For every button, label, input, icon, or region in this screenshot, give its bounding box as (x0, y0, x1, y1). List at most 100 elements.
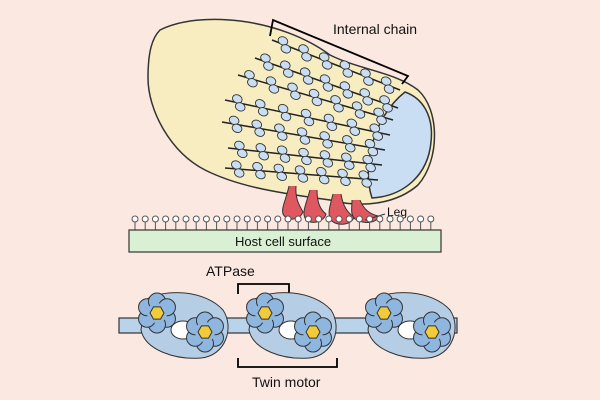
atpase-unit (294, 311, 332, 353)
chain-unit (330, 95, 344, 113)
hexagon-core (197, 325, 213, 339)
chain-strand (224, 160, 379, 188)
chain-unit (341, 152, 355, 170)
receptor (284, 215, 292, 230)
chain-unit (339, 81, 354, 99)
atpase-unit (246, 292, 284, 334)
chain-unit (252, 162, 266, 180)
chain-unit (265, 76, 280, 94)
chain-unit (274, 123, 288, 141)
chain-strand (224, 94, 391, 141)
receptor (427, 215, 435, 230)
twin-motor-bracket (237, 358, 338, 368)
atpase-unit (413, 311, 451, 353)
chain-unit (319, 74, 334, 92)
chain-unit (287, 82, 301, 100)
host-surface-receptors (131, 215, 435, 230)
chain-unit (369, 123, 383, 141)
chain-unit (298, 44, 312, 62)
chain-unit (299, 67, 314, 85)
hexagon-core (424, 325, 440, 339)
chain-strand (227, 140, 383, 173)
receptor (335, 215, 343, 230)
hexagon-core (257, 306, 273, 320)
internal-chain-bracket (269, 18, 410, 85)
twin-motors (138, 292, 456, 359)
chain-unit (379, 95, 393, 113)
chain-unit (319, 131, 333, 149)
chain-unit (360, 68, 374, 86)
chain-unit (316, 167, 330, 185)
receptor (304, 215, 312, 230)
chain-unit (300, 108, 315, 127)
receptor (355, 215, 363, 230)
receptor (345, 215, 353, 230)
atpase-label: ATPase (206, 263, 255, 279)
chain-unit (373, 107, 387, 125)
host-cell-surface (128, 229, 442, 253)
receptor (376, 215, 384, 230)
cell-illustration (147, 18, 436, 225)
internal-chain-label: Internal chain (333, 21, 417, 37)
chain-unit (228, 115, 243, 133)
hexagon-core (376, 306, 392, 320)
atpase-unit (186, 311, 224, 353)
chain-unit (339, 60, 354, 78)
chain-strand (271, 36, 401, 94)
receptor (325, 215, 333, 230)
receptor (315, 215, 323, 230)
hexagon-core (149, 306, 165, 320)
internal-chain-strands (221, 36, 401, 188)
chain-unit (231, 160, 245, 178)
receptor (162, 215, 170, 230)
twin-motor (246, 292, 337, 359)
chain-unit (244, 70, 258, 88)
receptor (223, 215, 231, 230)
chain-unit (358, 170, 372, 188)
chain-unit (346, 118, 361, 136)
receptor (233, 215, 241, 230)
chain-unit (364, 139, 379, 157)
chain-unit (251, 119, 265, 137)
leg (282, 185, 304, 220)
receptor (131, 215, 139, 230)
chain-unit (255, 143, 269, 161)
chain-unit (277, 104, 292, 122)
receptor (202, 215, 210, 230)
receptor (253, 215, 261, 230)
receptor (294, 215, 302, 230)
chain-unit (276, 145, 291, 163)
atpase-unit (138, 292, 176, 334)
receptor (396, 215, 404, 230)
chain-strand (254, 53, 399, 113)
receptor (182, 215, 190, 230)
chain-unit (342, 135, 356, 153)
receptor (213, 215, 221, 230)
atpase-bracket (237, 283, 290, 294)
chain-unit (318, 52, 333, 70)
chain-unit (232, 94, 246, 112)
receptor (386, 215, 394, 230)
chain-unit (380, 76, 395, 94)
twin-motor (138, 292, 229, 359)
leg (303, 189, 327, 223)
chain-unit (351, 101, 366, 119)
chain-unit (319, 150, 334, 168)
chain-unit (280, 60, 294, 78)
chain-unit (337, 168, 351, 186)
receptor (192, 215, 200, 230)
chain-unit (323, 113, 338, 131)
receptor (172, 215, 180, 230)
host-cell-surface-label: Host cell surface (235, 234, 331, 249)
chain-unit (254, 99, 269, 117)
atpase-unit (365, 292, 403, 334)
receptor (141, 215, 149, 230)
chain-unit (260, 53, 274, 71)
twin-motor (365, 292, 456, 359)
receptor (406, 215, 414, 230)
chain-unit (359, 88, 373, 106)
chain-unit (234, 140, 248, 159)
chain-backbone (271, 39, 401, 91)
chain-unit (298, 147, 312, 166)
